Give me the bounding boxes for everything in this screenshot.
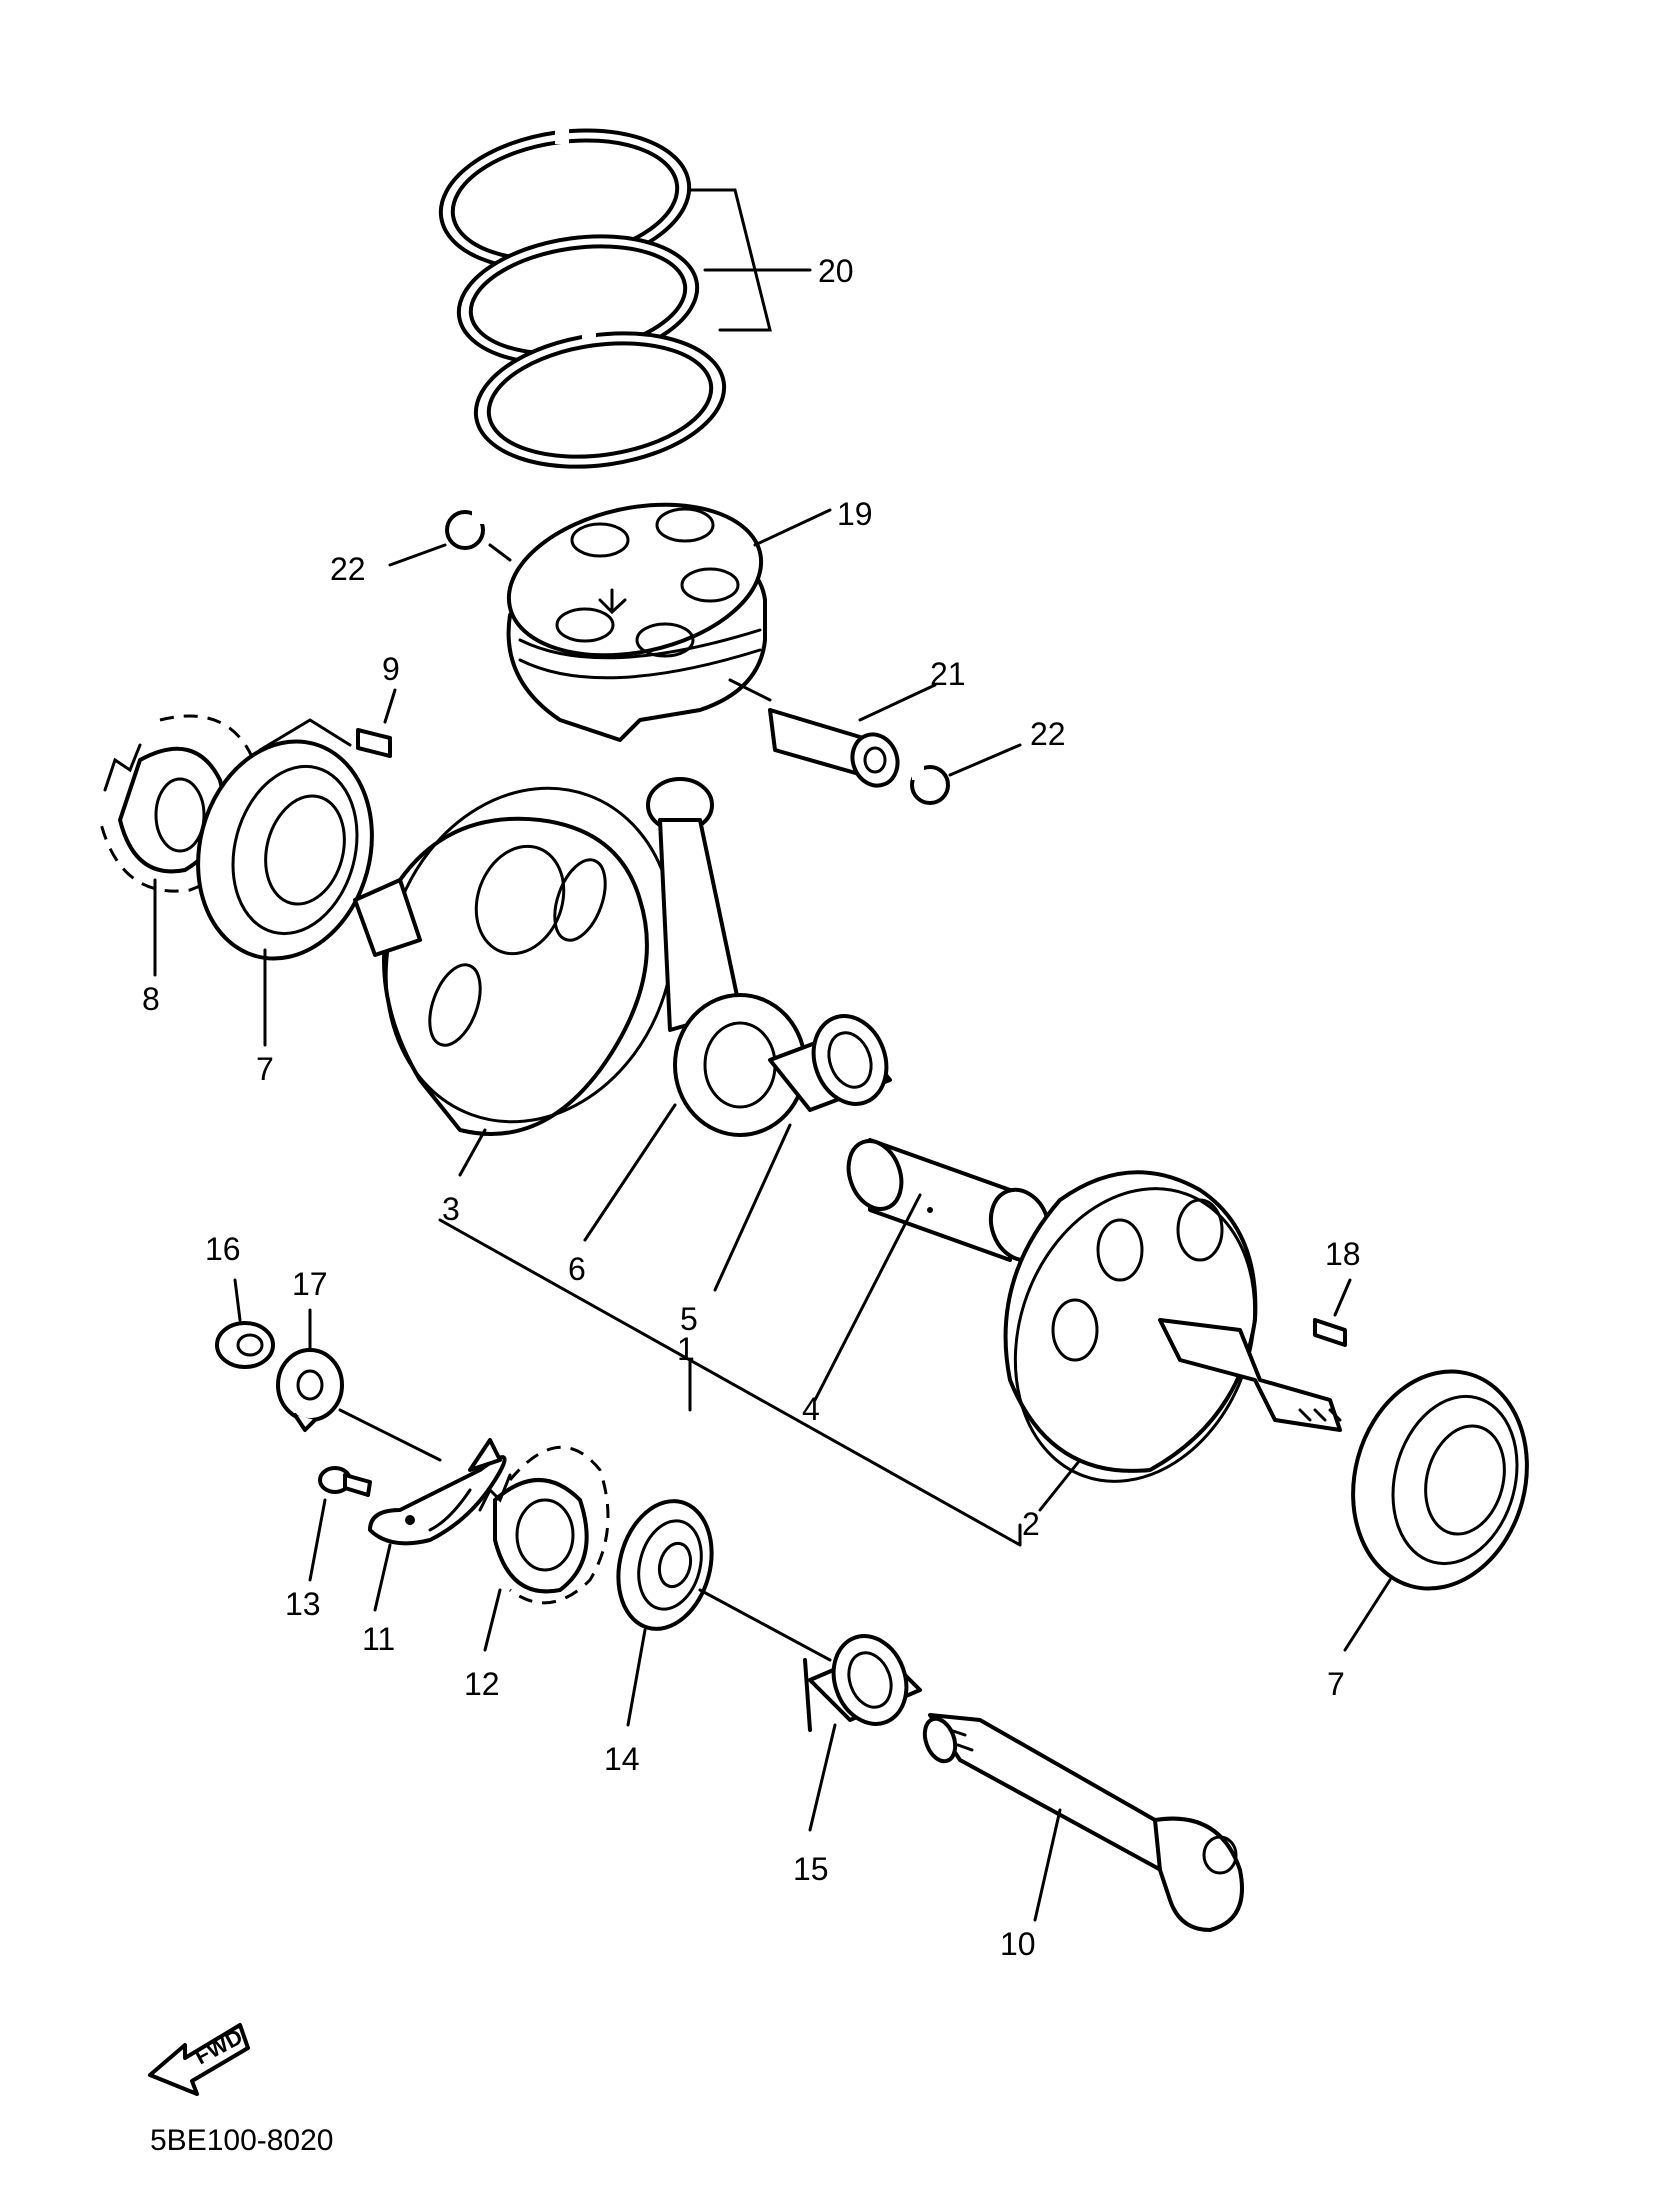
callout-1: 1 xyxy=(677,1331,695,1367)
callout-10: 10 xyxy=(1000,1926,1036,1962)
callout-14: 14 xyxy=(604,1741,640,1777)
crank-pin[interactable] xyxy=(840,1134,1059,1269)
callout-19: 19 xyxy=(837,496,873,532)
ball-bearing-balancer[interactable] xyxy=(605,1491,726,1640)
callout-18: 18 xyxy=(1325,1236,1361,1272)
lock-washer[interactable] xyxy=(276,1348,344,1432)
callout-2: 2 xyxy=(1022,1506,1040,1542)
callout-22-left: 22 xyxy=(330,551,366,587)
circlip-lower[interactable] xyxy=(910,765,950,805)
callout-13: 13 xyxy=(285,1586,321,1622)
bolt[interactable] xyxy=(318,1466,372,1497)
main-bearing-right[interactable] xyxy=(1329,1352,1550,1609)
callout-6: 6 xyxy=(568,1251,586,1287)
callout-11: 11 xyxy=(362,1621,395,1657)
callout-7-left: 7 xyxy=(256,1051,274,1087)
callout-21: 21 xyxy=(930,656,966,692)
callout-3: 3 xyxy=(442,1191,460,1227)
callout-22-right: 22 xyxy=(1030,716,1066,752)
callout-4: 4 xyxy=(802,1391,820,1427)
needle-bearing-balancer[interactable] xyxy=(803,1626,922,1735)
piston-rings[interactable] xyxy=(432,115,733,481)
callout-8: 8 xyxy=(142,981,160,1017)
nut[interactable] xyxy=(215,1321,275,1369)
woodruff-key-right[interactable] xyxy=(1313,1318,1347,1347)
callout-9: 9 xyxy=(382,651,400,687)
main-bearing-left[interactable] xyxy=(174,722,395,979)
crank-wheel-right[interactable] xyxy=(976,1155,1342,1516)
crank-wheel-left[interactable] xyxy=(340,747,719,1162)
callout-20: 20 xyxy=(818,253,854,289)
callout-5: 5 xyxy=(680,1301,698,1337)
callout-12: 12 xyxy=(464,1666,500,1702)
callout-17: 17 xyxy=(292,1266,328,1302)
drawing-code: 5BE100-8020 xyxy=(150,2124,334,2157)
circlip-upper[interactable] xyxy=(445,510,485,550)
balancer-shaft[interactable] xyxy=(919,1713,1244,1932)
piston-pin[interactable] xyxy=(768,708,905,792)
callout-7-right: 7 xyxy=(1327,1666,1345,1702)
balancer-drive-gear[interactable] xyxy=(478,1445,610,1605)
balancer-weight[interactable] xyxy=(368,1438,507,1546)
fwd-arrow-icon: FWD xyxy=(148,2023,250,2096)
callout-15: 15 xyxy=(793,1851,829,1887)
woodruff-key[interactable] xyxy=(356,728,392,758)
piston[interactable] xyxy=(495,483,775,742)
callout-16: 16 xyxy=(205,1231,241,1267)
needle-bearing-rod[interactable] xyxy=(768,1006,898,1115)
connecting-rod[interactable] xyxy=(646,777,807,1137)
